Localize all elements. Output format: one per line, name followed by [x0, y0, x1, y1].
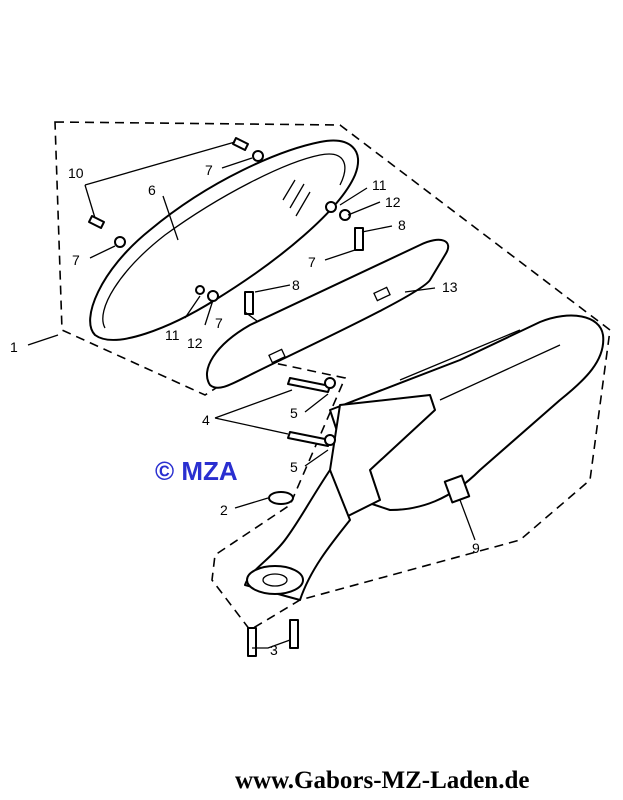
callout-3: 3: [270, 642, 278, 658]
callout-6: 6: [148, 182, 156, 198]
callout-13: 13: [442, 279, 458, 295]
callout-7: 7: [215, 315, 223, 331]
callout-12: 12: [187, 335, 203, 351]
callout-10: 10: [68, 165, 84, 181]
callout-7: 7: [205, 162, 213, 178]
heat-shield-outer: [89, 139, 360, 341]
callout-4: 4: [202, 412, 210, 428]
footer-website: www.Gabors-MZ-Laden.de: [235, 767, 529, 794]
callout-7: 7: [72, 252, 80, 268]
assembly-boundary: [54, 121, 611, 632]
callout-7: 7: [308, 254, 316, 270]
callout-5: 5: [290, 459, 298, 475]
callout-12: 12: [385, 194, 401, 210]
callout-1: 1: [10, 339, 18, 355]
callout-9: 9: [472, 540, 480, 556]
leader-lines: [27, 141, 476, 649]
callout-11: 11: [372, 177, 387, 193]
callout-2: 2: [220, 502, 228, 518]
fasteners: [88, 137, 364, 657]
callout-5: 5: [290, 405, 298, 421]
gasket: [268, 491, 294, 505]
callout-8: 8: [292, 277, 300, 293]
sleeve: [443, 474, 471, 504]
watermark: © MZA: [155, 456, 238, 486]
callout-8: 8: [398, 217, 406, 233]
muffler: [244, 314, 605, 601]
callout-11: 11: [165, 327, 180, 343]
heat-shield-inner: [205, 238, 450, 389]
